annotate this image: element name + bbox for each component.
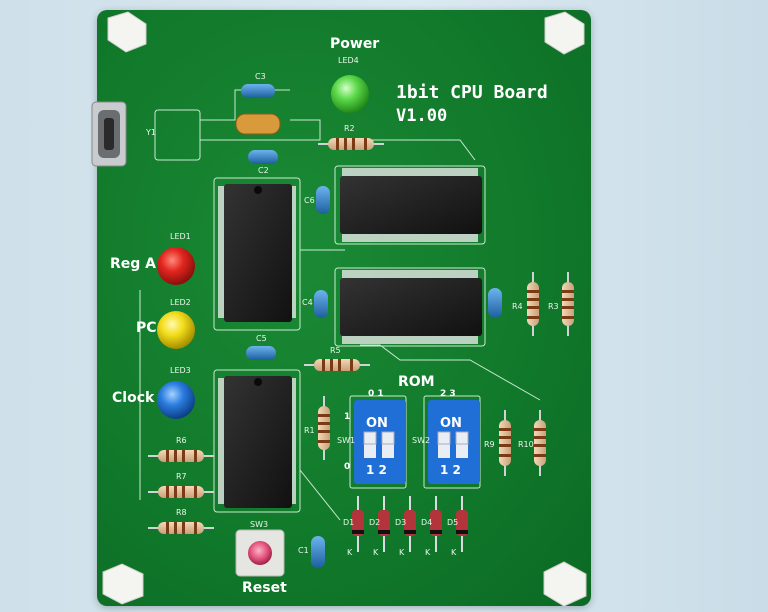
refdes-r5: R5 bbox=[330, 346, 341, 355]
crystal-y1 bbox=[235, 113, 281, 135]
refdes-d5: D5 bbox=[447, 518, 459, 527]
refdes-r3: R3 bbox=[548, 302, 559, 311]
refdes-d1: D1 bbox=[343, 518, 355, 527]
usb-c-connector bbox=[91, 101, 127, 167]
refdes-led1: LED1 bbox=[170, 232, 191, 241]
refdes-r2: R2 bbox=[344, 124, 355, 133]
refdes-r1: R1 bbox=[304, 426, 315, 435]
leds bbox=[157, 75, 369, 419]
label-clock: Clock bbox=[112, 390, 155, 406]
rom-side-1: 1 bbox=[344, 412, 351, 422]
refdes-r8: R8 bbox=[176, 508, 187, 517]
dip-switches bbox=[354, 400, 480, 484]
silkscreen-lines bbox=[139, 89, 541, 521]
refdes-d2: D2 bbox=[369, 518, 381, 527]
refdes-y1: Y1 bbox=[146, 128, 156, 137]
label-pc: PC bbox=[136, 320, 157, 336]
refdes-r6: R6 bbox=[176, 436, 187, 445]
dip1-numbers: 1 2 bbox=[366, 463, 387, 477]
refdes-sw1: SW1 bbox=[337, 436, 356, 445]
refdes-k5: K bbox=[451, 548, 457, 557]
refdes-c4: C4 bbox=[302, 298, 313, 307]
rom-top-left-numbers: 0 1 bbox=[368, 389, 384, 399]
refdes-r7: R7 bbox=[176, 472, 187, 481]
board-title: 1bit CPU Board bbox=[396, 82, 548, 103]
refdes-c2: C2 bbox=[258, 166, 269, 175]
refdes-led4: LED4 bbox=[338, 56, 359, 65]
reset-button-switch bbox=[235, 529, 285, 577]
dip2-numbers: 1 2 bbox=[440, 463, 461, 477]
refdes-c1: C1 bbox=[298, 546, 309, 555]
capacitors bbox=[241, 84, 502, 568]
rom-side-0: 0 bbox=[344, 462, 351, 472]
refdes-led2: LED2 bbox=[170, 298, 191, 307]
refdes-d4: D4 bbox=[421, 518, 433, 527]
resistors bbox=[148, 138, 574, 534]
dip2-on-label: ON bbox=[440, 416, 462, 431]
integrated-circuits bbox=[218, 168, 482, 508]
refdes-k1: K bbox=[347, 548, 353, 557]
label-rom: ROM bbox=[398, 374, 435, 390]
refdes-k4: K bbox=[425, 548, 431, 557]
refdes-d3: D3 bbox=[395, 518, 407, 527]
label-reset: Reset bbox=[242, 580, 287, 596]
mounting-spacers bbox=[102, 11, 587, 607]
label-power: Power bbox=[330, 36, 380, 52]
diodes bbox=[352, 496, 468, 552]
dip1-on-label: ON bbox=[366, 416, 388, 431]
label-reg-a: Reg A bbox=[110, 256, 157, 272]
refdes-r9: R9 bbox=[484, 440, 495, 449]
refdes-c5: C5 bbox=[256, 334, 267, 343]
refdes-k3: K bbox=[399, 548, 405, 557]
refdes-sw3: SW3 bbox=[250, 520, 269, 529]
refdes-r4: R4 bbox=[512, 302, 523, 311]
rom-top-right-numbers: 2 3 bbox=[440, 389, 456, 399]
refdes-r10: R10 bbox=[518, 440, 534, 449]
board-version: V1.00 bbox=[396, 106, 448, 126]
refdes-c3: C3 bbox=[255, 72, 266, 81]
refdes-k2: K bbox=[373, 548, 379, 557]
refdes-sw2: SW2 bbox=[412, 436, 431, 445]
refdes-c6: C6 bbox=[304, 196, 315, 205]
refdes-led3: LED3 bbox=[170, 366, 191, 375]
